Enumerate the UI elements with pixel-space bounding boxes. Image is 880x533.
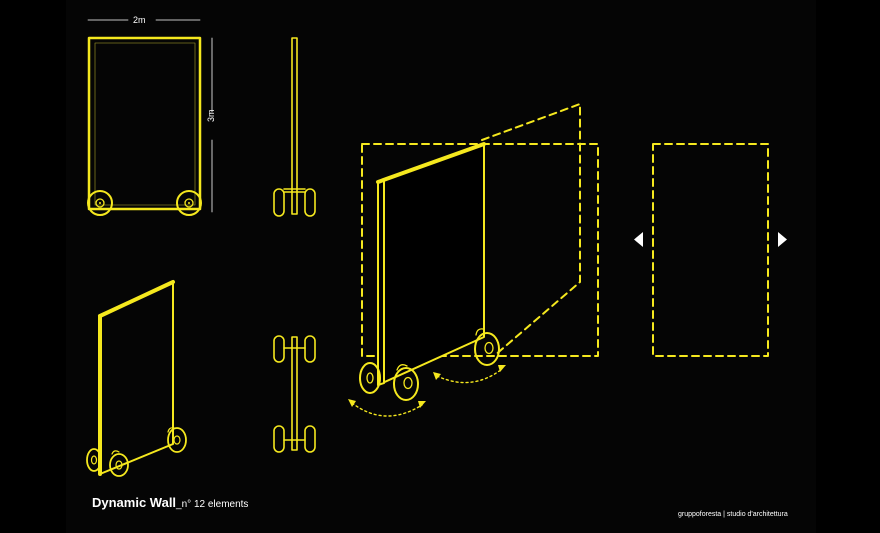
front-panel-outline	[87, 36, 202, 211]
small-axo-wheel-1	[86, 448, 102, 472]
caption: Dynamic Wall_n° 12 elements	[92, 494, 248, 512]
front-wheel-right	[176, 190, 202, 216]
front-panel-inner	[94, 42, 196, 206]
front-wheel-left	[87, 190, 113, 216]
rotation-arrowheads	[348, 365, 506, 408]
side-elevation	[273, 37, 316, 217]
rotation-arcs	[351, 368, 503, 417]
rotation-arc-right	[436, 368, 503, 384]
plan-panel	[291, 336, 298, 451]
plan-view	[273, 335, 316, 453]
width-dimension-label: 2m	[133, 15, 146, 25]
side-panel	[291, 37, 298, 215]
caption-title: Dynamic Wall	[92, 495, 177, 510]
left-arrow-icon	[634, 232, 643, 247]
rotation-arc-left	[351, 402, 423, 417]
front-elevation	[87, 36, 202, 216]
side-wheel-left	[273, 188, 285, 217]
dimension-lines	[87, 19, 213, 213]
studio-credit: gruppoforesta | studio d'architettura	[678, 511, 788, 518]
small-axonometric	[86, 280, 187, 477]
small-axo-wheel-2	[109, 450, 129, 477]
side-wheel-right	[304, 188, 316, 217]
height-dimension-label: 3m	[206, 109, 216, 122]
right-arrow-icon	[778, 232, 787, 247]
large-axo-wheel-1	[359, 362, 381, 394]
ghost-positions	[361, 103, 769, 357]
ghost-slide-rect	[652, 143, 769, 357]
caption-subtitle: _n° 12 elements	[176, 499, 249, 510]
small-axo-wheel-3	[167, 427, 187, 453]
ghost-rotated-panel	[481, 103, 581, 357]
large-axonometric	[359, 142, 500, 401]
large-axo-wheel-3	[474, 328, 500, 366]
large-axo-wheel-2	[393, 364, 419, 401]
ghost-front-rect	[361, 143, 599, 357]
